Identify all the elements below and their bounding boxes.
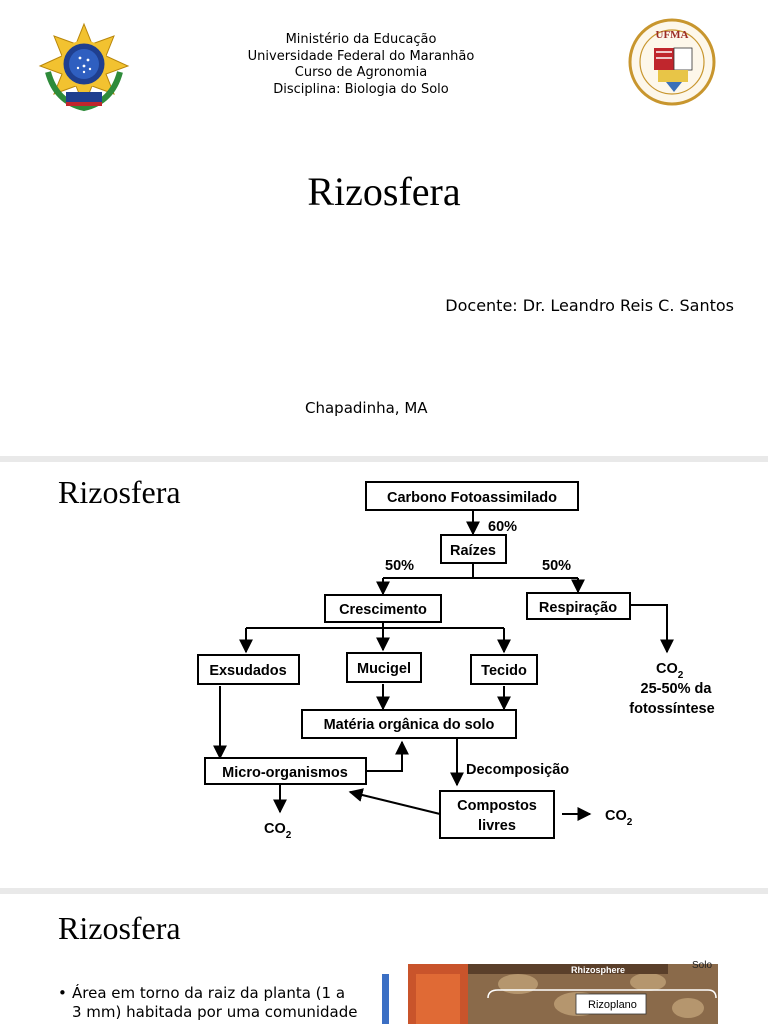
node-materia: Matéria orgânica do solo	[324, 717, 495, 733]
image-label-rizoplano: Rizoplano	[588, 999, 637, 1011]
label-co2-comp: CO	[605, 808, 627, 824]
label-50pct-left: 50%	[385, 558, 414, 574]
node-livres: livres	[478, 818, 516, 834]
ufma-text: UFMA	[656, 29, 689, 41]
slide-divider	[0, 888, 768, 894]
definition-slide: Rizosfera • Área em torno da raiz da pla…	[0, 894, 768, 1024]
node-box	[439, 790, 555, 839]
header-line: Curso de Agronomia	[294, 65, 428, 80]
diagram-slide: Rizosfera	[0, 462, 768, 888]
ufma-logo-icon: UFMA	[628, 18, 716, 106]
rhizosphere-image	[408, 964, 718, 1024]
node-compostos: Compostos	[457, 798, 537, 814]
slide-title: Rizosfera	[58, 474, 181, 510]
slide-divider	[0, 456, 768, 462]
institution-header: Ministério da Educação Universidade Fede…	[230, 32, 492, 98]
node-box	[324, 594, 442, 623]
header-line: Ministério da Educação	[285, 32, 437, 47]
label-decomposicao: Decomposição	[466, 762, 569, 778]
label-resp-foto: fotossíntese	[629, 701, 714, 717]
label-60pct: 60%	[488, 519, 517, 535]
node-box	[526, 592, 631, 620]
header-line: Universidade Federal do Maranhão	[247, 48, 475, 64]
teacher-name: Docente: Dr. Leandro Reis C. Santos	[445, 296, 734, 315]
node-exsudados: Exsudados	[209, 663, 286, 679]
image-label-solo: Solo	[692, 960, 713, 971]
title-slide: Ministério da Educação Universidade Fede…	[0, 0, 768, 456]
node-respiracao: Respiração	[539, 600, 617, 616]
accent-bar	[382, 974, 389, 1024]
node-box	[197, 654, 300, 685]
page-title: Rizosfera	[307, 169, 461, 214]
node-micro: Micro-organismos	[222, 765, 348, 781]
node-box	[301, 709, 517, 739]
node-box	[204, 757, 367, 785]
label-co2-resp: CO	[656, 661, 678, 677]
bullet-icon: •	[58, 984, 67, 1002]
node-crescimento: Crescimento	[339, 602, 427, 618]
header-line: Disciplina: Biologia do Solo	[273, 81, 449, 97]
node-carbono: Carbono Fotoassimilado	[387, 490, 557, 506]
carbon-flow-diagram: Carbono Fotoassimilado Raízes Cresciment…	[197, 481, 715, 841]
svg-text:CO2: CO2	[656, 661, 684, 681]
label-co2-resp-sub: 2	[678, 670, 684, 681]
label-co2-comp-sub: 2	[627, 817, 633, 828]
slide-title: Rizosfera	[58, 910, 181, 946]
location: Chapadinha, MA	[305, 399, 428, 417]
bullet-item: • Área em torno da raiz da planta (1 a 3…	[58, 984, 358, 1022]
label-co2-micro-sub: 2	[286, 830, 292, 841]
label-50pct-right: 50%	[542, 558, 571, 574]
label-resp-pct: 25-50% da	[641, 681, 713, 697]
node-mucigel: Mucigel	[357, 661, 411, 677]
node-box	[440, 534, 507, 564]
node-box	[470, 654, 538, 685]
svg-text:CO2: CO2	[605, 808, 633, 828]
image-label-rhizosphere: Rhizosphere	[571, 965, 626, 975]
node-box	[365, 481, 579, 511]
brasao-icon	[38, 22, 130, 112]
node-raizes: Raízes	[450, 543, 496, 559]
svg-text:CO2: CO2	[264, 821, 292, 841]
bullet-text: Área em torno da raiz da planta (1 a 3 m…	[72, 984, 358, 1021]
label-co2-micro: CO	[264, 821, 286, 837]
node-box	[346, 652, 422, 683]
node-tecido: Tecido	[481, 663, 527, 679]
